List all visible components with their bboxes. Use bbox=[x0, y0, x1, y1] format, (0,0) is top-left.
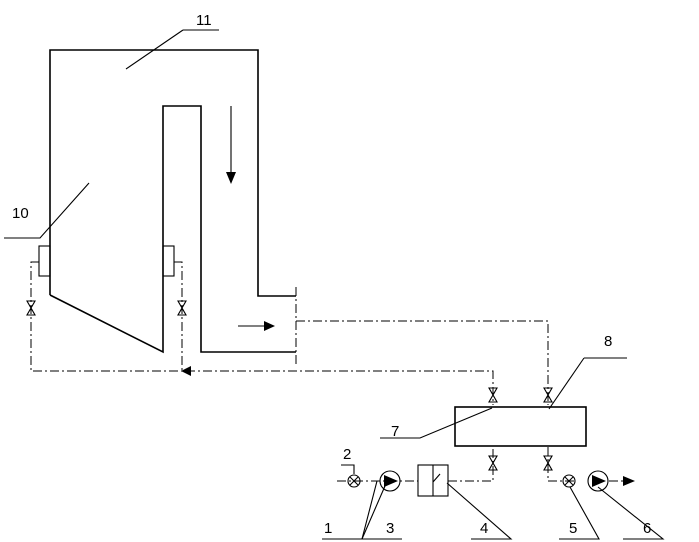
label-3: 3 bbox=[386, 520, 394, 537]
filter-4-icon bbox=[417, 464, 449, 497]
label-6: 6 bbox=[643, 520, 651, 537]
pump-3-icon bbox=[379, 470, 401, 492]
valve-right-icon bbox=[177, 300, 187, 316]
outlet-arrow-icon bbox=[623, 476, 635, 486]
label-5: 5 bbox=[569, 520, 577, 537]
flow-arrow-down bbox=[226, 106, 236, 184]
pump-6-icon bbox=[587, 470, 609, 492]
instrument-5-icon bbox=[562, 474, 576, 488]
dashdot-piping bbox=[30, 261, 624, 482]
label-1: 1 bbox=[324, 520, 332, 537]
label-11: 11 bbox=[196, 12, 212, 29]
storage-tank bbox=[454, 406, 587, 447]
label-2: 2 bbox=[343, 446, 351, 463]
label-8: 8 bbox=[604, 333, 612, 350]
flow-arrow-right bbox=[238, 321, 275, 331]
instrument-2-icon bbox=[347, 474, 361, 488]
valve-8-top-icon bbox=[543, 387, 553, 403]
valve-left-icon bbox=[26, 300, 36, 316]
label-7: 7 bbox=[391, 423, 399, 440]
left-nozzle bbox=[38, 245, 51, 277]
label-4: 4 bbox=[480, 520, 488, 537]
valve-7-bottom-icon bbox=[488, 455, 498, 471]
label-10: 10 bbox=[12, 205, 29, 222]
return-arrow-icon bbox=[181, 366, 191, 376]
right-nozzle bbox=[162, 245, 175, 277]
boiler-body bbox=[49, 49, 296, 354]
leader-lines bbox=[4, 29, 665, 540]
valve-7-top-icon bbox=[488, 387, 498, 403]
valve-8-bottom-icon bbox=[543, 455, 553, 471]
